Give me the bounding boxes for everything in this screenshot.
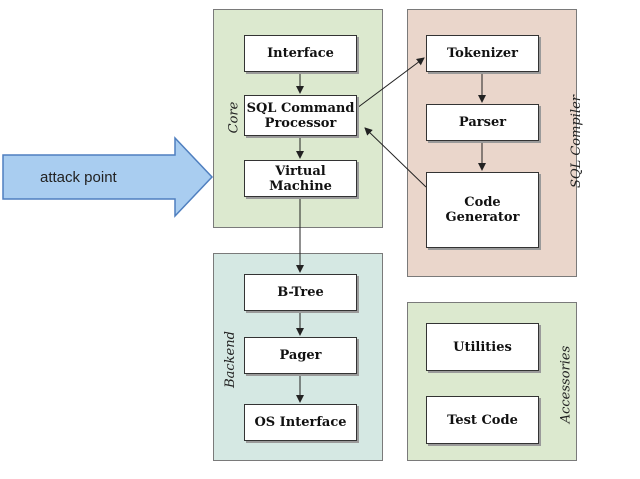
tokenizer-label: Tokenizer (446, 46, 519, 61)
sql-command-processor-box: SQL Command Processor (244, 95, 357, 136)
core-group-label: Core (226, 101, 242, 134)
utilities-label: Utilities (453, 339, 512, 355)
test-code-box: Test Code (426, 396, 539, 444)
os-interface-box: OS Interface (244, 404, 357, 441)
attack-point-label: attack point (40, 169, 117, 186)
code-generator-label: Code Generator (445, 195, 520, 225)
backend-group-label: Backend (222, 331, 238, 388)
os-interface-label: OS Interface (254, 415, 347, 430)
btree-box: B-Tree (244, 274, 357, 311)
interface-box: Interface (244, 35, 357, 72)
interface-label: Interface (267, 46, 334, 61)
tokenizer-box: Tokenizer (426, 35, 539, 72)
sql-command-processor-label: SQL Command Processor (246, 100, 355, 131)
parser-label: Parser (458, 115, 507, 130)
btree-label: B-Tree (277, 285, 324, 300)
pager-label: Pager (279, 348, 322, 363)
sql-compiler-group-label: SQL Compiler (568, 95, 584, 188)
pager-box: Pager (244, 337, 357, 374)
test-code-label: Test Code (447, 412, 518, 428)
virtual-machine-box: Virtual Machine (244, 160, 357, 197)
parser-box: Parser (426, 104, 539, 141)
accessories-group-label: Accessories (558, 345, 574, 424)
virtual-machine-label: Virtual Machine (269, 163, 332, 194)
code-generator-box: Code Generator (426, 172, 539, 248)
utilities-box: Utilities (426, 323, 539, 371)
